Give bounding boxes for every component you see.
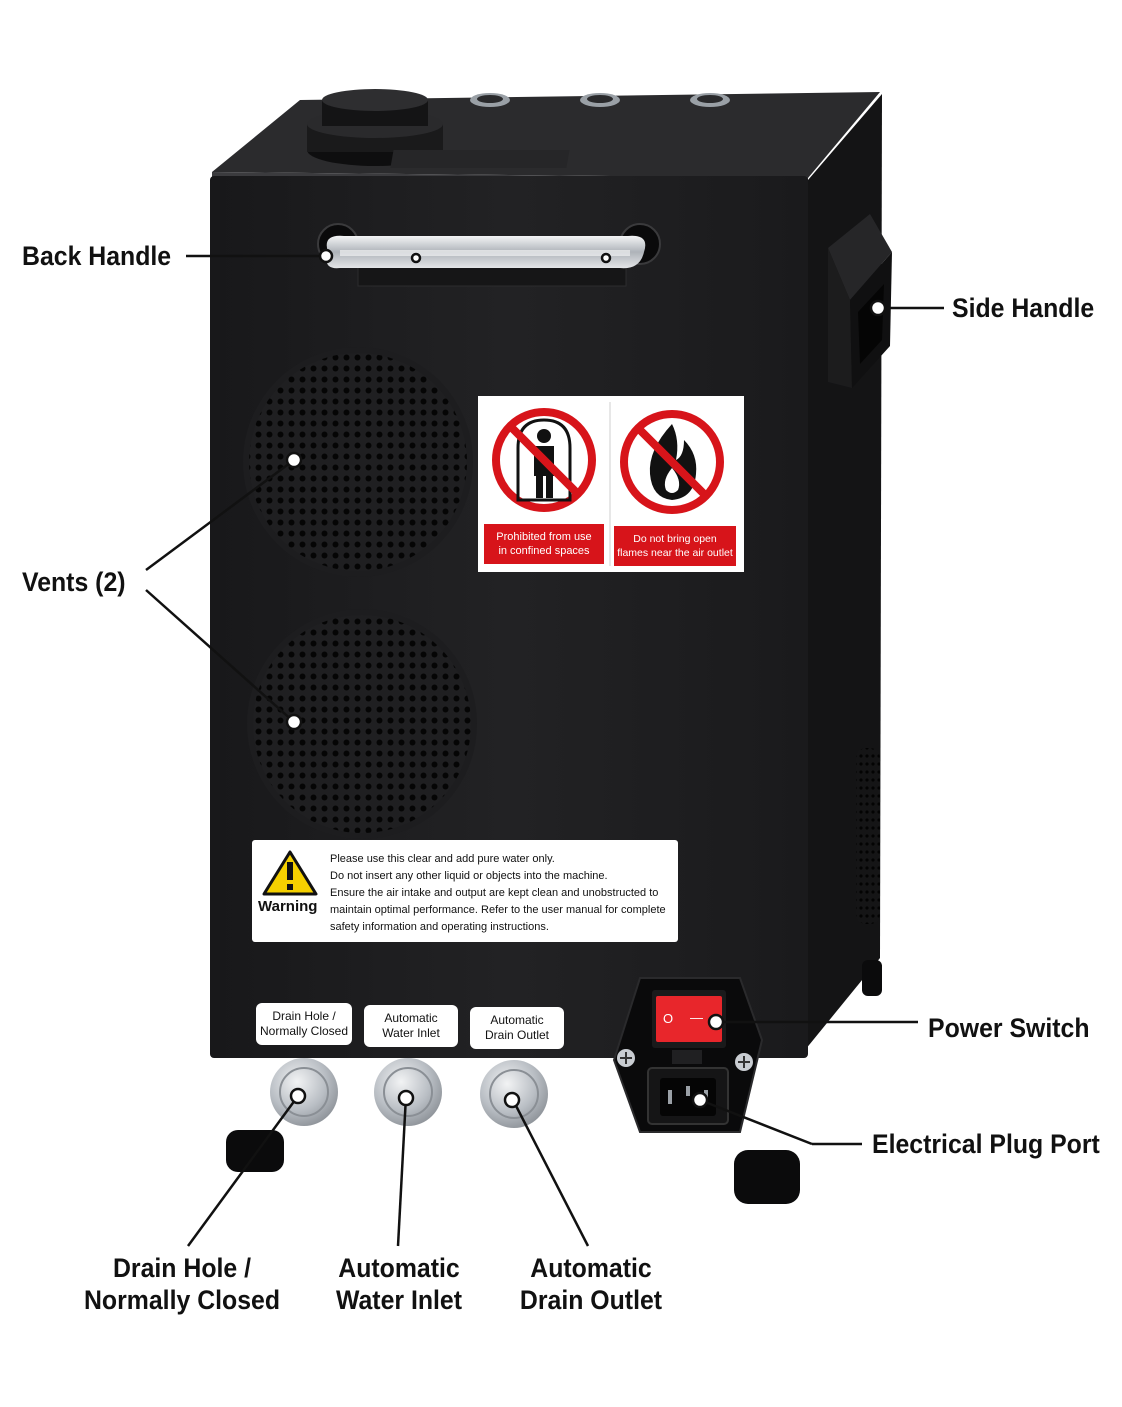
warning-label bbox=[252, 840, 678, 942]
warning-line-2: Do not insert any other liquid or object… bbox=[330, 870, 608, 882]
plate-drain-hole-line1: Drain Hole / bbox=[272, 1009, 336, 1023]
vent-bottom bbox=[250, 612, 474, 836]
leader-dots bbox=[285, 248, 887, 1109]
warning-line-4: maintain optimal performance. Refer to t… bbox=[330, 904, 666, 916]
top-ports bbox=[470, 93, 730, 107]
callout-water-inlet-line1: Automatic bbox=[338, 1253, 460, 1283]
warning-heading: Warning bbox=[258, 898, 318, 915]
foot-left bbox=[226, 1130, 284, 1172]
callout-drain-hole-line2: Normally Closed bbox=[83, 1285, 281, 1315]
callout-back-handle: Back Handle bbox=[22, 241, 172, 271]
sign-confined-line1: Prohibited from use bbox=[496, 531, 592, 543]
callout-drain-outlet-line1: Automatic bbox=[530, 1253, 652, 1283]
side-vent bbox=[856, 748, 880, 924]
warning-line-3: Ensure the air intake and output are kep… bbox=[330, 887, 659, 899]
sign-flames-line2: flames near the air outlet bbox=[617, 547, 733, 559]
callout-drain-hole-line1: Drain Hole / bbox=[112, 1253, 252, 1283]
callout-drain-outlet: Automatic Drain Outlet bbox=[512, 1252, 670, 1316]
vent-top bbox=[246, 350, 470, 574]
callout-side-handle: Side Handle bbox=[952, 293, 1095, 323]
plate-drain-outlet: Automatic Drain Outlet bbox=[470, 1007, 564, 1049]
plate-drain-outlet-line2: Drain Outlet bbox=[484, 1028, 550, 1042]
sign-caption-flames: Do not bring open flames near the air ou… bbox=[614, 526, 736, 566]
plate-drain-outlet-line1: Automatic bbox=[490, 1013, 544, 1027]
sign-confined-line2: in confined spaces bbox=[498, 545, 590, 557]
foot-side bbox=[862, 960, 882, 996]
callout-water-inlet: Automatic Water Inlet bbox=[321, 1252, 477, 1316]
callout-drain-hole: Drain Hole / Normally Closed bbox=[81, 1252, 283, 1316]
plate-water-inlet-line2: Water Inlet bbox=[382, 1026, 440, 1040]
foot-right bbox=[734, 1150, 800, 1204]
switch-on-mark: — bbox=[690, 1010, 703, 1025]
sign-caption-confined: Prohibited from use in confined spaces bbox=[484, 524, 604, 564]
side-handle bbox=[828, 214, 892, 388]
power-module bbox=[612, 977, 764, 1133]
filler-cap bbox=[307, 89, 570, 168]
back-handle bbox=[317, 223, 661, 287]
plate-drain-hole: Drain Hole / Normally Closed bbox=[256, 1003, 352, 1045]
plate-drain-hole-line2: Normally Closed bbox=[259, 1024, 349, 1038]
switch-off-mark: O bbox=[663, 1011, 674, 1026]
plate-water-inlet-line1: Automatic bbox=[384, 1011, 438, 1025]
sign-flames-line1: Do not bring open bbox=[633, 533, 717, 545]
callout-vents: Vents (2) bbox=[22, 567, 126, 597]
plate-water-inlet: Automatic Water Inlet bbox=[364, 1005, 458, 1047]
leader-lines bbox=[145, 254, 944, 1247]
callout-electrical-plug-port: Electrical Plug Port bbox=[872, 1129, 1100, 1159]
prohibition-label bbox=[478, 396, 744, 572]
callout-power-switch: Power Switch bbox=[928, 1013, 1090, 1043]
callout-drain-outlet-line2: Drain Outlet bbox=[519, 1285, 663, 1315]
warning-line-1: Please use this clear and add pure water… bbox=[330, 853, 555, 865]
callout-water-inlet-line2: Water Inlet bbox=[335, 1285, 463, 1315]
warning-line-5: safety information and operating instruc… bbox=[330, 921, 549, 933]
